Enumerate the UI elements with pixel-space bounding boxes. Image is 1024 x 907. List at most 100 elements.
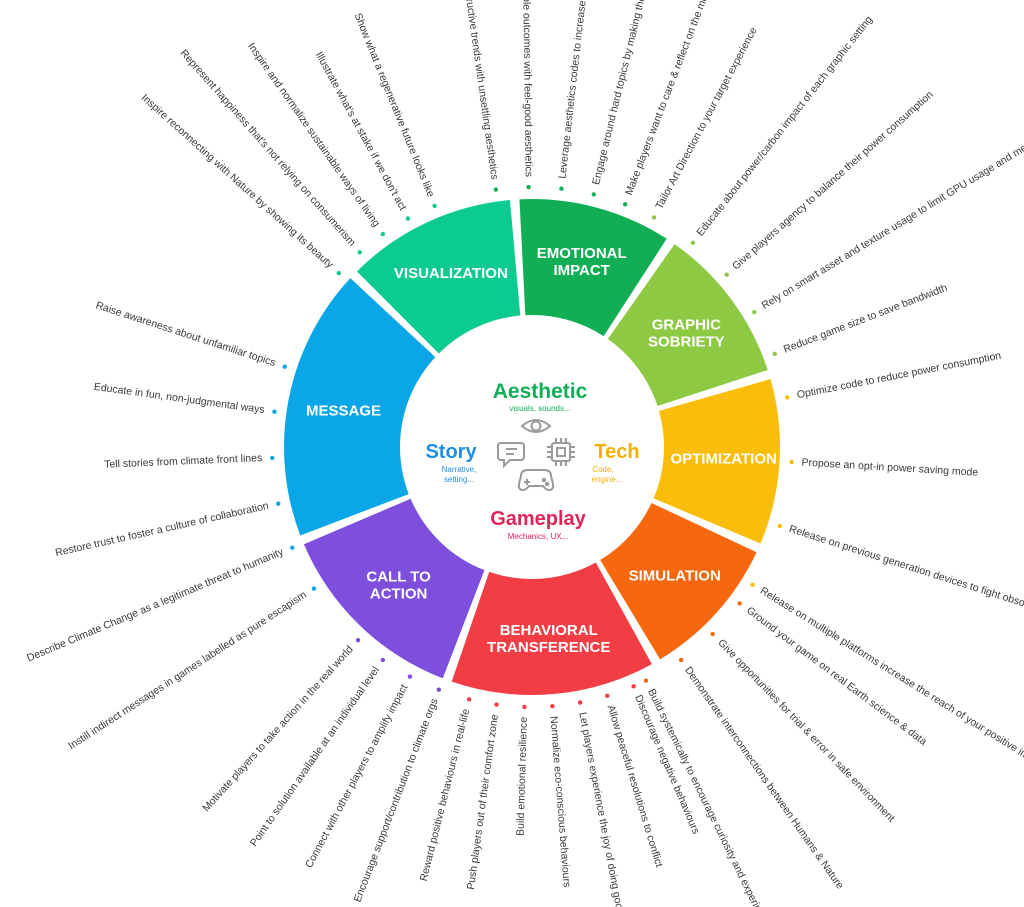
item-dot <box>724 272 729 277</box>
chat-bubble-icon <box>497 442 525 469</box>
item-dot <box>777 523 782 529</box>
item-dot <box>380 231 386 237</box>
segment-item-graphic-sobriety: Give players agency to balance their pow… <box>730 89 936 273</box>
pillar-tech-subtitle-2: engine... <box>592 475 623 484</box>
segment-item-graphic-sobriety: Educate about power/carbon impact of eac… <box>694 14 875 239</box>
item-dot <box>336 270 341 276</box>
segment-emotional-impact <box>519 199 667 337</box>
item-dot <box>577 700 583 705</box>
item-dot <box>752 309 757 315</box>
segment-item-simulation: Build systemically to encourage curiosit… <box>645 687 781 907</box>
pillar-tech-subtitle-1: Code, <box>592 465 613 474</box>
segment-label-call-to-action-2: ACTION <box>370 586 428 603</box>
item-dot <box>380 657 386 663</box>
segment-item-graphic-sobriety: Reduce game size to save bandwidth <box>782 282 949 356</box>
segment-item-call-to-action: Connect with other players to amplify im… <box>303 682 410 870</box>
segment-item-simulation: Demonstrate interconnections between Hum… <box>682 665 846 892</box>
pillar-gameplay-title: Gameplay <box>490 508 586 530</box>
item-dot <box>737 601 742 606</box>
segment-label-optimization: OPTIMIZATION <box>670 451 776 468</box>
item-dot <box>493 187 499 192</box>
item-dot <box>526 184 531 190</box>
item-dot <box>622 202 628 207</box>
segment-item-emotional-impact: Associate destructive trends with unsett… <box>454 0 501 180</box>
segment-label-emotional-impact-2: IMPACT <box>553 262 609 279</box>
gamepad-icon <box>517 469 555 492</box>
item-dot <box>690 240 696 246</box>
item-dot <box>494 702 499 707</box>
item-dot <box>710 631 715 637</box>
item-dot <box>355 638 361 643</box>
segment-item-message: Tell stories from climate front lines <box>104 452 263 471</box>
segment-item-optimization: Release on previous generation devices t… <box>788 523 1024 622</box>
pillar-aesthetic-title: Aesthetic <box>493 380 588 403</box>
item-dot <box>750 582 755 587</box>
pillar-gameplay-subtitle: Mechanics, UX... <box>508 532 568 541</box>
pillar-story-subtitle-1: Narrative, <box>442 465 477 474</box>
item-dot <box>282 364 287 369</box>
item-dot <box>357 250 362 255</box>
item-dot <box>789 459 794 465</box>
segment-item-optimization: Propose an opt-in power saving mode <box>801 456 978 478</box>
item-dot <box>651 215 657 220</box>
item-dot <box>559 186 564 191</box>
item-dot <box>550 703 555 709</box>
segment-label-behavioral-transference-1: BEHAVIORAL <box>500 622 598 639</box>
segment-item-visualization: Show what a regenerative future looks li… <box>352 11 437 199</box>
item-dot <box>272 409 277 414</box>
segment-item-behavioral-transference: Push players out of their comfort zone <box>465 713 501 890</box>
segment-behavioral-transference <box>451 562 652 695</box>
eye-icon <box>520 419 552 433</box>
pillar-tech-title: Tech <box>594 441 639 463</box>
item-dot <box>605 693 610 699</box>
item-dot <box>591 192 596 197</box>
segment-item-visualization: Illustrate what's at stake if we don't a… <box>313 50 409 213</box>
item-dot <box>785 395 790 400</box>
segment-item-emotional-impact: Engage around hard topics by making them… <box>590 0 670 186</box>
item-dot <box>631 684 636 689</box>
segment-optimization <box>653 379 780 544</box>
item-dot <box>432 203 437 209</box>
item-dot <box>290 545 295 550</box>
segment-item-emotional-impact: Leverage aesthetics codes to increase th… <box>556 0 599 179</box>
item-dot <box>311 586 317 591</box>
segment-visualization <box>356 199 521 354</box>
segment-graphic-sobriety <box>607 244 768 406</box>
segment-label-simulation: SIMULATION <box>629 567 721 584</box>
segment-item-message: Educate in fun, non-judgmental ways <box>93 381 265 416</box>
item-dot <box>276 501 281 506</box>
segment-simulation <box>600 502 757 660</box>
segment-item-simulation: Give opportunities for trial & error in … <box>715 637 897 825</box>
item-dot <box>772 351 777 357</box>
chip-icon <box>547 438 575 466</box>
segment-item-optimization: Release on multiple platforms increase t… <box>758 585 1024 773</box>
segment-item-behavioral-transference: Build emotional resilience <box>514 717 529 837</box>
item-dot <box>407 674 413 679</box>
pillar-story-title: Story <box>425 441 477 463</box>
segment-item-optimization: Optimize code to reduce power consumptio… <box>796 350 1002 401</box>
segment-label-call-to-action-1: CALL TO <box>366 569 431 586</box>
segment-label-message: MESSAGE <box>306 402 381 419</box>
segment-label-behavioral-transference-2: TRANSFERENCE <box>487 639 610 656</box>
segment-label-graphic-sobriety-2: SOBRIETY <box>648 333 725 350</box>
segment-label-graphic-sobriety-1: GRAPHIC <box>652 316 721 333</box>
item-dot <box>643 678 649 683</box>
item-dot <box>405 216 411 221</box>
item-dot <box>466 697 472 702</box>
item-dot <box>678 657 684 663</box>
segment-item-message: Raise awareness about unfamiliar topics <box>94 299 277 369</box>
segment-item-behavioral-transference: Normalize eco-conscious behaviours <box>547 716 572 888</box>
item-dot <box>522 704 527 710</box>
segment-label-emotional-impact-1: EMOTIONAL <box>537 245 627 262</box>
segment-call-to-action <box>303 498 485 679</box>
segment-message <box>283 278 436 536</box>
segment-label-visualization: VISUALIZATION <box>394 265 508 282</box>
segment-item-message: Describe Climate Change as a legitimate … <box>25 546 286 665</box>
center-hub: Aesthetic visuals, sounds... Story Narra… <box>414 329 650 565</box>
segment-item-message: Restore trust to foster a culture of col… <box>54 500 270 559</box>
pillar-story-subtitle-2: setting... <box>444 475 474 484</box>
item-dot <box>270 455 275 461</box>
segment-item-emotional-impact: Associate desirable outcomes with feel-g… <box>519 0 534 177</box>
